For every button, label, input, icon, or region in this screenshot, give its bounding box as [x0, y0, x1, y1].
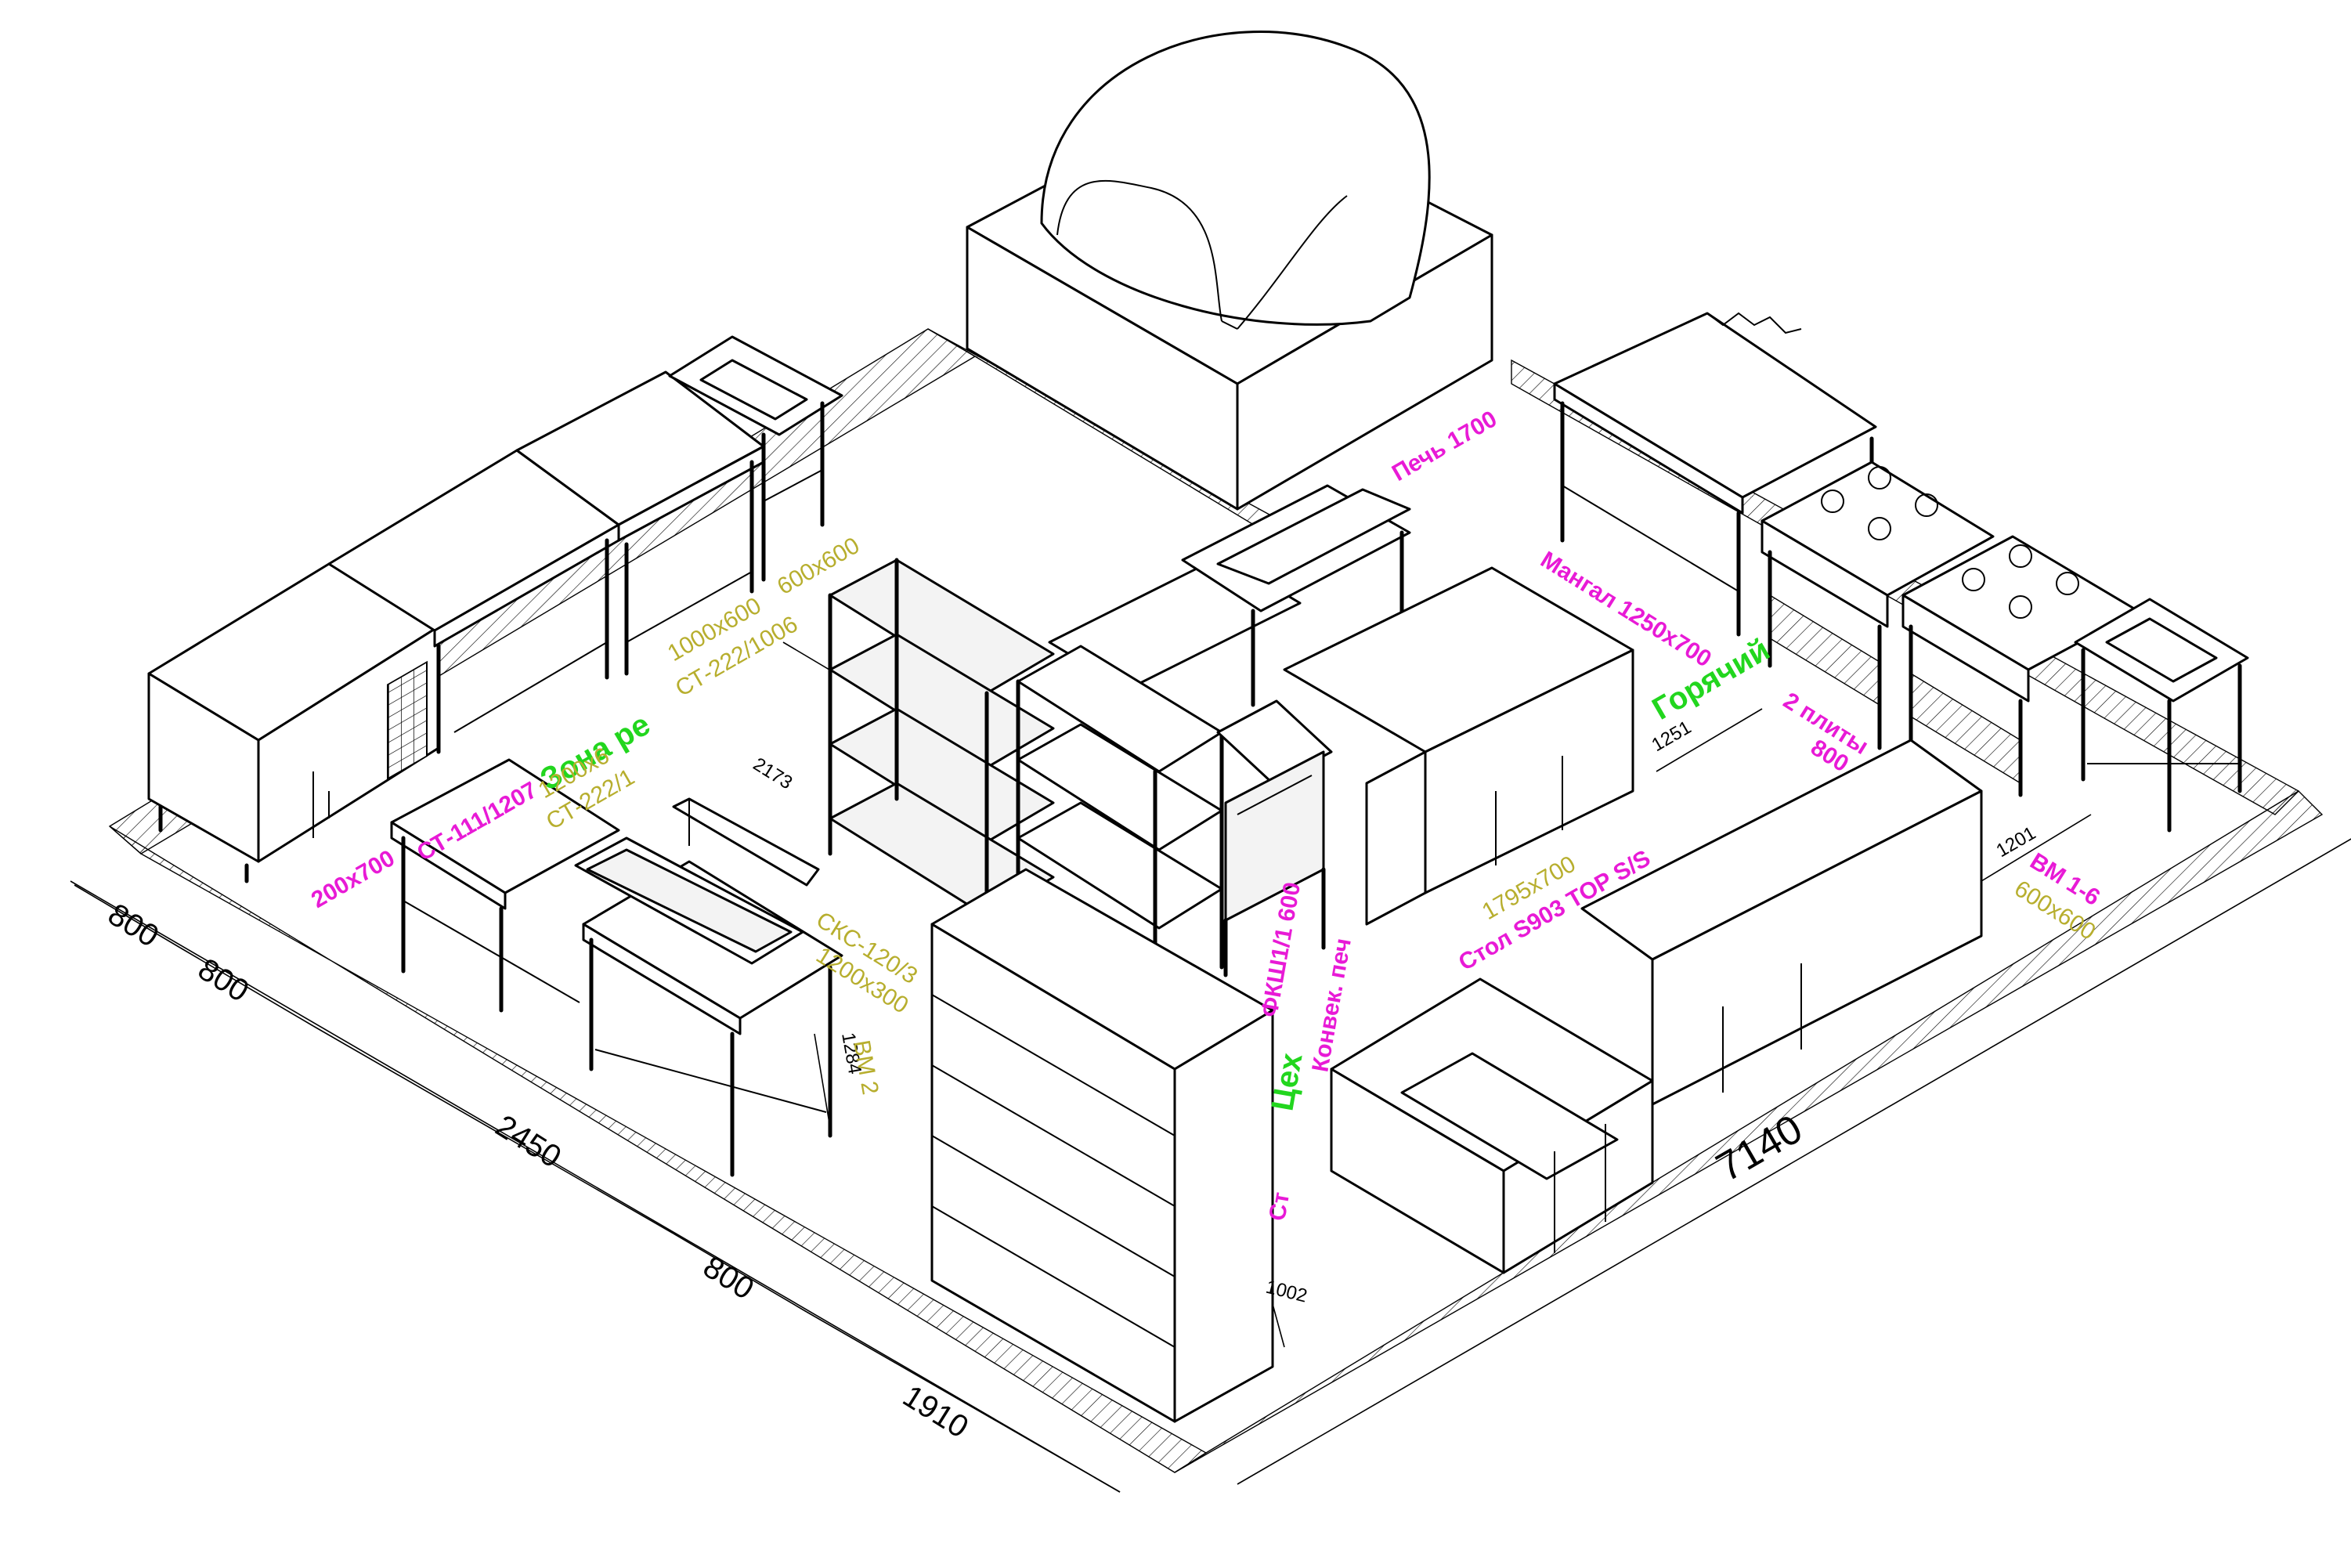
hot-line: [1553, 312, 2140, 797]
dim-1910: 1910: [897, 1378, 974, 1444]
dim-2450: 2450: [489, 1108, 567, 1174]
grated-rack: [828, 558, 1055, 934]
left-front-group: [390, 758, 843, 1177]
center-shelving: [1016, 484, 1634, 977]
dimension-lines: [70, 641, 2351, 1493]
dim-1201: 1201: [1993, 822, 2040, 862]
table-left-c-size: 200х700: [307, 845, 399, 913]
vm-left-label: ВМ 2: [848, 1038, 883, 1097]
dome-oven-icon: [966, 31, 1493, 511]
cabinet-label: Ст: [1264, 1190, 1295, 1223]
convect-sub-label: Конвек. печ: [1307, 936, 1356, 1074]
dim-800-c: 800: [697, 1249, 760, 1306]
front-right-counters: [1330, 739, 1983, 1274]
dim-1251: 1251: [1649, 717, 1696, 756]
sink-right: [2074, 598, 2249, 833]
left-counter-group: [147, 335, 843, 883]
oven-label: Печь 1700: [1388, 406, 1501, 486]
dim-2173: 2173: [749, 753, 796, 793]
tall-cabinet: [930, 868, 1274, 1423]
